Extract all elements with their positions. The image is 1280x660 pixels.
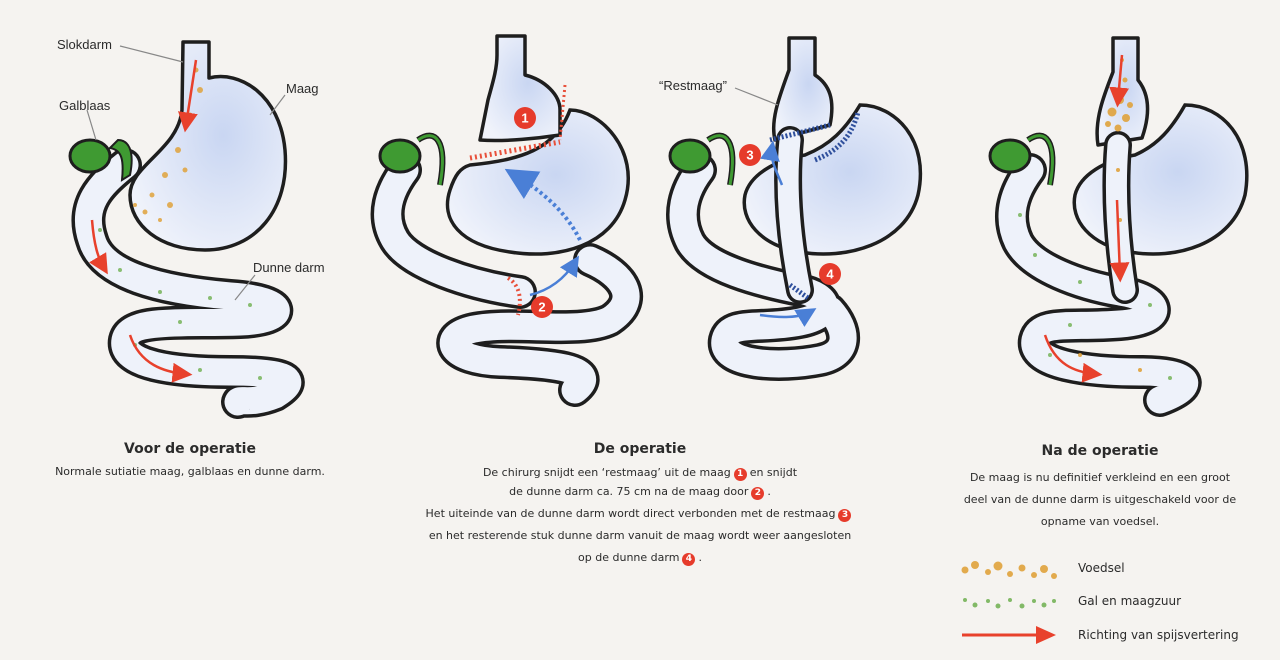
gallbladder-sac xyxy=(68,138,112,174)
svg-text:4: 4 xyxy=(826,267,834,282)
restmaag-pouch xyxy=(1095,36,1150,147)
label-galblaas: Galblaas xyxy=(59,98,111,113)
direction-arrow xyxy=(1109,54,1130,108)
panel-before-illustration xyxy=(68,40,305,419)
direction-arrow xyxy=(128,334,193,383)
caption-operation: De operatie De chirurg snijdt een ‘restm… xyxy=(390,441,890,569)
label-dunne-darm: Dunne darm xyxy=(253,260,325,275)
direction-arrow xyxy=(1043,334,1103,383)
legend-arrow-icon xyxy=(962,626,1056,644)
blue-arrow xyxy=(760,140,784,186)
label-slokdarm: Slokdarm xyxy=(57,37,112,52)
blue-arrow xyxy=(759,308,817,328)
svg-text:2: 2 xyxy=(538,300,545,315)
step-badge-1: 1 xyxy=(514,107,536,129)
step-badge-4: 4 xyxy=(819,263,841,285)
direction-arrow xyxy=(178,59,198,133)
caption-title: Na de operatie xyxy=(1041,443,1159,459)
gallbladder xyxy=(988,138,1032,174)
cut-line-1 xyxy=(469,139,561,161)
legend-bile-swatch xyxy=(963,598,1056,609)
blue-arrow xyxy=(529,255,579,297)
gallbladder xyxy=(668,138,712,174)
step-badge-2: 2 xyxy=(751,487,765,500)
panel-restmaag-illustration: 3 4 xyxy=(666,36,923,381)
legend-bile-label: Gal en maagzuur xyxy=(1078,594,1182,608)
legend-food-swatch xyxy=(961,561,1057,579)
stomach-remainder xyxy=(742,103,923,256)
panel-operation-illustration: 1 2 xyxy=(370,34,643,407)
leader-line xyxy=(734,87,779,106)
legend-direction-label: Richting van spijsvertering xyxy=(1078,628,1239,642)
label-maag: Maag xyxy=(286,81,319,96)
leader-line xyxy=(234,274,256,301)
label-restmaag: “Restmaag” xyxy=(659,78,727,93)
direction-arrow xyxy=(1109,199,1130,283)
leader-line xyxy=(269,94,286,116)
step-badge-3: 3 xyxy=(739,144,761,166)
gastric-pouch xyxy=(478,34,562,143)
step-badge-3: 3 xyxy=(838,509,852,522)
caption-title: Voor de operatie xyxy=(124,441,256,457)
step-badge-1: 1 xyxy=(733,468,747,481)
leader-line xyxy=(86,109,97,141)
caption-before: Voor de operatie Normale sutiatie maag, … xyxy=(40,441,340,479)
bile-duct-fill xyxy=(417,134,444,186)
panel-after-illustration xyxy=(988,36,1249,417)
legend-food-label: Voedsel xyxy=(1078,561,1125,575)
gallbladder xyxy=(378,138,422,174)
step-badge-4: 4 xyxy=(682,553,696,566)
direction-arrow xyxy=(88,219,108,275)
restmaag-pouch xyxy=(771,36,834,142)
caption-title: De operatie xyxy=(593,441,687,457)
bile-particles xyxy=(1018,213,1172,380)
caption-after: Na de operatie De maag is nu definitief … xyxy=(950,443,1250,533)
stomach xyxy=(128,40,288,252)
svg-text:3: 3 xyxy=(746,148,753,163)
gallbladder xyxy=(107,138,133,182)
step-badge-2: 2 xyxy=(531,296,553,318)
cut-line-1b xyxy=(558,84,567,141)
svg-text:1: 1 xyxy=(521,111,528,126)
blue-arrow xyxy=(504,168,582,241)
leader-line xyxy=(119,45,184,63)
suture-line xyxy=(814,111,861,163)
